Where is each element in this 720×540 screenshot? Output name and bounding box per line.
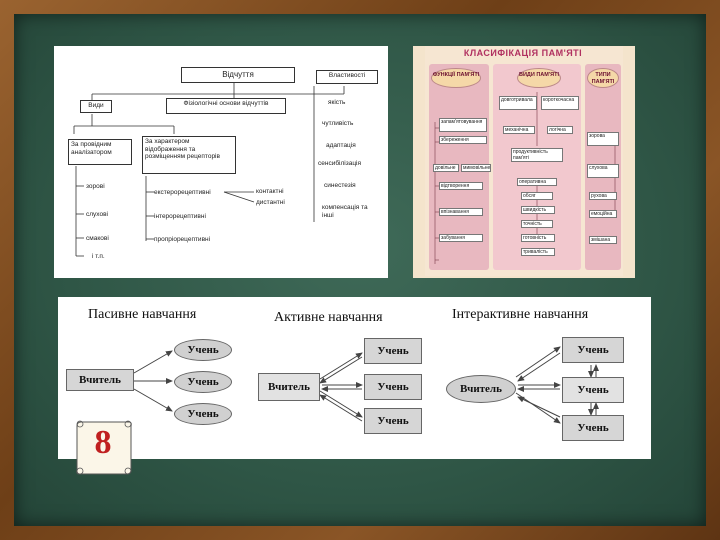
memory-classification: КЛАСИФІКАЦІЯ ПАМ'ЯТІ ФУНКЦІЇ ПАМ'ЯТІ ВИД… [413,46,635,278]
property-item: чутливість [322,120,354,127]
property-item: компенсація та інші [322,204,368,219]
memory-type-item: слухова [587,164,619,178]
memory-kind-productivity: продуктивність пам'яті [511,148,563,162]
node-basis: Фізіологічні основи відчуттів [166,98,286,114]
node-sensation: Відчуття [181,67,295,83]
header-types: ТИПИ ПАМ'ЯТІ [587,68,619,88]
contact-item: дистантні [256,199,285,206]
active-title: Активне навчання [274,310,383,325]
memory-type-item: зорова [587,132,619,146]
memory-type-item: рухова [589,192,617,200]
scroll-shape [76,420,132,475]
memory-kind-item: обсяг [521,192,553,200]
interactive-title: Інтерактивне навчання [452,307,589,322]
passive-student: Учень [174,339,232,361]
memory-function-sub: мимовільне [461,164,491,172]
receptor-item: екстерорецептивні [154,189,211,196]
header-kinds: ВИДИ ПАМ'ЯТІ [517,68,561,88]
receptor-item: пропріорецептивні [154,236,211,243]
slide-number: 8 [94,424,112,461]
receptor-item: інтерорецептивні [154,213,206,220]
active-student: Учень [364,408,422,434]
passive-student: Учень [174,403,232,425]
memory-function-item: відтворення [439,182,483,190]
interactive-student: Учень [562,337,624,363]
learning-arrows [133,346,599,424]
active-teacher: Вчитель [258,373,320,401]
analyzer-item: і т.п. [92,253,105,260]
header-functions: ФУНКЦІЇ ПАМ'ЯТІ [431,68,481,88]
memory-kind-item: швидкість [521,206,555,214]
memory-kind-mid: логічна [547,126,573,134]
memory-function-item: впізнавання [439,208,483,216]
memory-kind-item: оперативна [517,178,557,186]
contact-item: контактні [256,188,284,195]
analyzer-item: смакові [86,235,109,242]
memory-inner: КЛАСИФІКАЦІЯ ПАМ'ЯТІ ФУНКЦІЇ ПАМ'ЯТІ ВИД… [425,46,623,276]
passive-student: Учень [174,371,232,393]
sensation-diagram: Відчуття Властивості Види Фізіологічні о… [54,46,388,278]
active-student: Учень [364,374,422,400]
memory-title: КЛАСИФІКАЦІЯ ПАМ'ЯТІ [463,48,583,58]
memory-kind-mid: механічна [503,126,535,134]
analyzer-item: зорові [86,183,105,190]
memory-kind-top: довготривала [499,96,537,110]
memory-type-item: емоційна [589,210,617,218]
property-item: адаптація [326,142,356,149]
active-student: Учень [364,338,422,364]
memory-kind-top: короткочасна [541,96,579,110]
property-item: синестезія [324,182,356,189]
node-by-character: За характером відображення та розміщення… [142,136,236,174]
analyzer-item: слухові [86,211,108,218]
memory-function-item: забування [439,234,483,242]
node-by-analyzer: За провідним аналізатором [68,139,132,165]
slide-number-scroll: 8 [75,418,133,476]
memory-function-item: запам'ятовування [439,118,487,132]
property-item: сенсибілізація [318,160,362,167]
memory-function-sub: довільне [433,164,459,172]
node-properties: Властивості [316,70,378,84]
sensation-connectors [73,83,345,257]
memory-type-item: змішана [589,236,617,244]
learning-models: Пасивне навчання Активне навчання Інтера… [58,297,651,459]
memory-kind-item: точність [521,220,553,228]
passive-title: Пасивне навчання [88,307,197,322]
memory-function-item: збереження [439,136,487,144]
passive-teacher: Вчитель [66,369,134,391]
interactive-student: Учень [562,377,624,403]
interactive-teacher: Вчитель [446,375,516,403]
memory-kind-item: готовність [521,234,555,242]
property-item: якість [328,99,346,106]
node-types: Види [80,100,112,113]
memory-kind-item: тривалість [521,248,555,256]
interactive-student: Учень [562,415,624,441]
